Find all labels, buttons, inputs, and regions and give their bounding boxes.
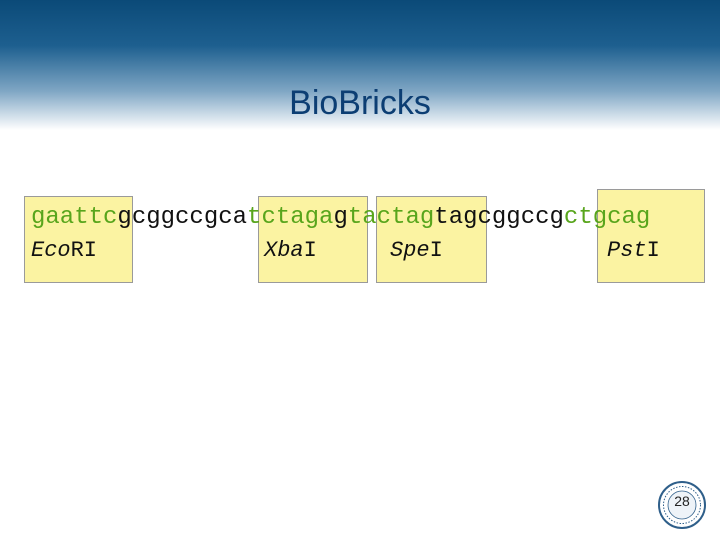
university-seal-icon <box>658 481 706 529</box>
spei-label-italic: Spe <box>390 238 430 263</box>
spei-label-plain: I <box>429 238 443 263</box>
ecori-label: EcoRI <box>31 238 97 263</box>
spei-site: tactag <box>347 204 435 231</box>
spei-box <box>376 196 487 283</box>
xbai-label-italic: Xba <box>264 238 304 263</box>
ecori-site: gaattc <box>31 204 118 231</box>
page-number: 28 <box>674 493 690 509</box>
xbai-box <box>258 196 368 283</box>
ecori-box <box>24 196 133 283</box>
xbai-site: tctaga <box>247 204 334 231</box>
spei-label: SpeI <box>390 238 443 263</box>
spacer-3: tagcggccg <box>434 204 564 231</box>
spacer-1: gcggccgca <box>117 204 248 231</box>
slide-title: BioBricks <box>289 84 431 122</box>
psti-box <box>597 189 705 283</box>
dna-sequence: gaattcgcggccgcatctagagtactagtagcggccgctg… <box>31 204 650 232</box>
xbai-label-plain: I <box>303 238 317 263</box>
ecori-label-italic: Eco <box>31 238 71 263</box>
spacer-2: g <box>333 204 348 231</box>
header-band <box>0 0 720 130</box>
xbai-label: XbaI <box>264 238 317 263</box>
psti-label-italic: Pst <box>607 238 647 263</box>
ecori-label-plain: RI <box>70 238 98 263</box>
psti-label: PstI <box>607 238 660 263</box>
psti-site: ctgcag <box>563 204 651 231</box>
psti-label-plain: I <box>646 238 660 263</box>
